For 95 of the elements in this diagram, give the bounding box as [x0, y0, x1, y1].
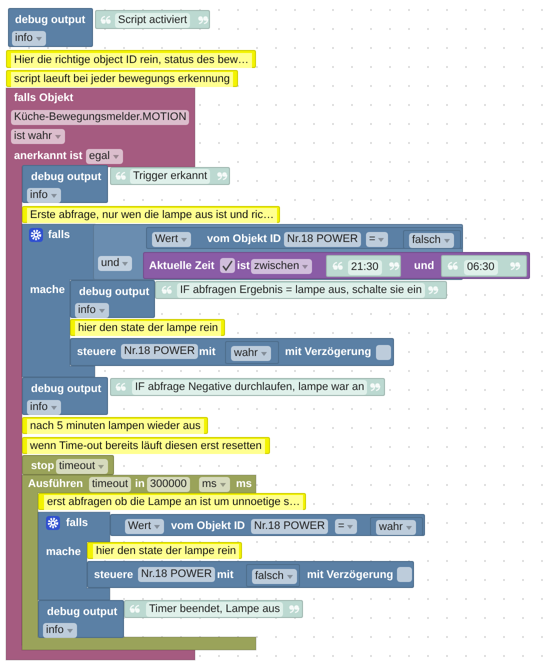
- block-label: falls: [66, 516, 88, 531]
- comment-block: [22, 437, 270, 454]
- debug-block: [38, 600, 124, 638]
- comment-text: Erste abfrage, nur wen die lampe aus ist und ric…: [27, 208, 277, 223]
- block-label: falls Objekt: [14, 91, 74, 106]
- comment-block: [6, 50, 256, 68]
- block-label: steuere: [94, 568, 134, 583]
- debug-block: [22, 165, 108, 203]
- value-field: Nr.18 POWER: [138, 567, 215, 582]
- dropdown: zwischen: [251, 259, 312, 274]
- block-label: debug output: [47, 605, 118, 620]
- dropdown: info: [27, 188, 61, 203]
- debug-block: [70, 280, 155, 318]
- value-field: timeout: [89, 477, 132, 492]
- dropdown: timeout: [56, 459, 108, 474]
- block-label: stop: [31, 459, 54, 474]
- value-field: Nr.18 POWER: [251, 519, 328, 534]
- dropdown: info: [43, 623, 77, 638]
- block-label: ist: [237, 259, 250, 274]
- comment-block: [70, 319, 225, 336]
- stop-block: [22, 455, 114, 475]
- block-label: vom Objekt ID: [171, 519, 245, 534]
- block-label: mit: [217, 568, 234, 583]
- control-block: [87, 561, 414, 588]
- block-label: und: [414, 259, 434, 274]
- boolean-block: [246, 564, 300, 587]
- dropdown: falsch: [252, 569, 297, 584]
- block-label: mit: [199, 345, 216, 360]
- string-text: Timer beendet, Lampe aus: [146, 602, 284, 617]
- comment-text: script laeuft bei jeder bewegungs erkennung: [11, 72, 233, 87]
- comment-block: [22, 417, 208, 434]
- debug-block: [22, 377, 108, 415]
- block-label: mit Verzögerung: [307, 568, 394, 583]
- dropdown: info: [75, 303, 109, 318]
- comment-text: hier den state der lampe rein: [93, 544, 240, 559]
- dropdown: wahr: [376, 520, 416, 535]
- comment-text: wenn Time-out bereits läuft diesen erst resetten: [27, 439, 265, 454]
- block-label: mache: [46, 545, 81, 560]
- block-label: mit Verzögerung: [285, 345, 372, 360]
- block-label: Ausführen: [28, 477, 83, 492]
- dropdown: ms: [199, 477, 230, 492]
- block-label: debug output: [31, 382, 102, 397]
- block-label: falls: [48, 228, 70, 243]
- boolean-block: [403, 230, 461, 249]
- string-block: [441, 255, 527, 277]
- string-text: IF abfrage Negative durchlaufen, lampe war an: [132, 380, 368, 395]
- block-label: debug output: [15, 13, 86, 28]
- dropdown: info: [27, 400, 61, 415]
- string-text: 21:30: [348, 260, 382, 275]
- block-label: vom Objekt ID: [207, 232, 281, 247]
- block-label: mache: [30, 283, 65, 298]
- debug-block: [8, 8, 93, 47]
- block-label: debug output: [79, 285, 150, 300]
- time-block: [143, 252, 530, 279]
- string-block: [110, 378, 385, 396]
- string-text: Script activiert: [115, 13, 190, 28]
- block-label: in: [135, 477, 145, 492]
- value-field: Küche-Bewegungsmelder.MOTION: [11, 110, 190, 125]
- value-field: Nr.18 POWER: [284, 232, 361, 247]
- value-field: Nr.18 POWER: [121, 344, 198, 359]
- block-label: ms: [236, 477, 252, 492]
- dropdown: =: [335, 519, 358, 534]
- dropdown: Wert: [125, 519, 164, 534]
- string-text: 06:30: [464, 260, 498, 275]
- string-block: [155, 281, 447, 299]
- dropdown: und: [98, 256, 132, 271]
- dropdown: Wert: [152, 232, 192, 247]
- dropdown: falsch: [409, 233, 454, 248]
- control-block: [70, 338, 394, 366]
- dropdown: ist wahr: [11, 129, 65, 144]
- dropdown: =: [366, 232, 388, 247]
- compare-block: [110, 514, 425, 536]
- compare-block: [146, 227, 463, 249]
- string-block: [326, 255, 401, 277]
- string-text: Trigger erkannt: [130, 169, 210, 184]
- boolean-block: [370, 517, 423, 536]
- comment-text: hier den state der lampe rein: [75, 321, 222, 336]
- dropdown: wahr: [231, 346, 271, 361]
- block-label: anerkannt ist: [14, 149, 82, 164]
- comment-text: nach 5 minuten lampen wieder aus: [27, 419, 204, 434]
- comment-block: [87, 542, 242, 559]
- block-label: Aktuelle Zeit: [149, 259, 214, 274]
- dropdown: info: [12, 31, 46, 46]
- block-label: steuere: [77, 345, 116, 360]
- value-field: 300000: [147, 477, 190, 492]
- block-label: debug output: [31, 170, 102, 185]
- string-block: [95, 10, 210, 29]
- string-block: [124, 600, 303, 618]
- comment-block: [6, 70, 238, 87]
- dropdown: egal: [86, 149, 123, 164]
- boolean-block: [225, 341, 279, 364]
- string-text: IF abfragen Ergebnis = lampe aus, schalte sie ein: [177, 283, 425, 298]
- comment-text: erst abfragen ob die Lampe an ist um unnoetige s…: [44, 495, 304, 510]
- string-block: [110, 167, 230, 185]
- comment-text: Hier die richtige object ID rein, status des bew…: [11, 53, 252, 68]
